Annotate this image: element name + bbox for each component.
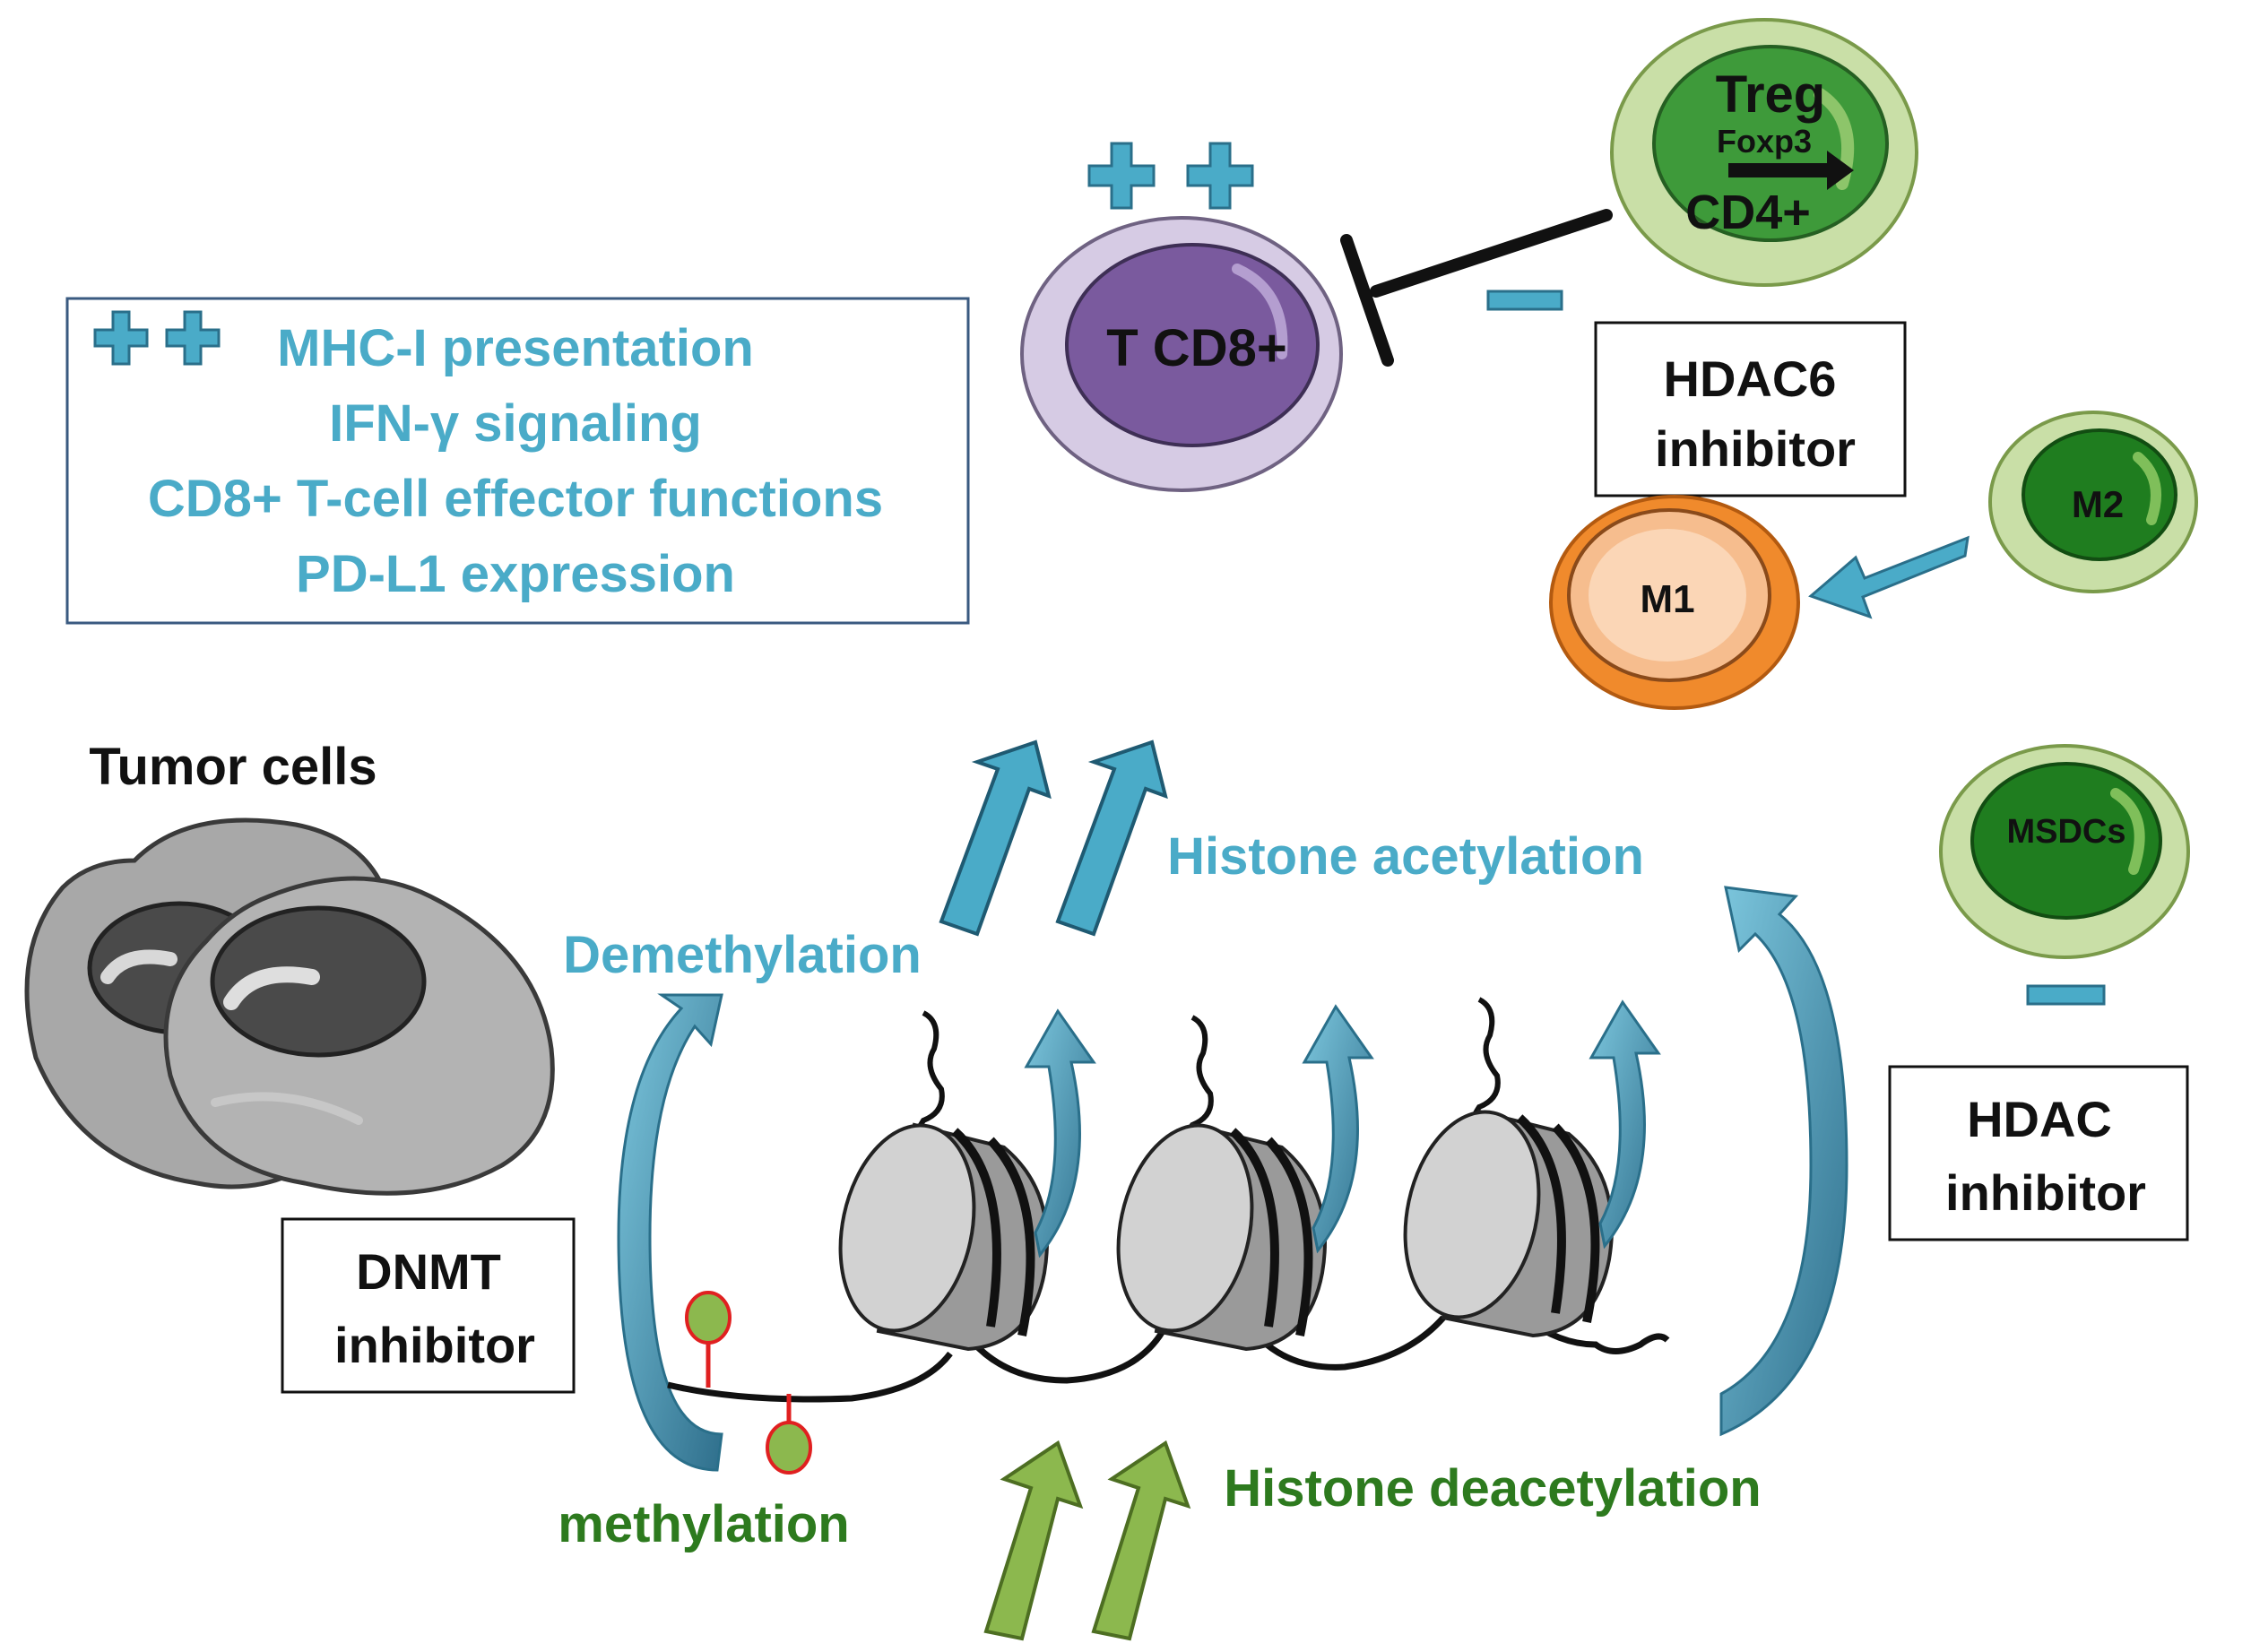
acetylation-curved-arrow [1719,886,1848,1437]
tumor-cells-illustration [24,817,555,1196]
chromatin-illustration [667,997,1670,1475]
treg-cell: Treg Foxp3 CD4+ [1610,18,1918,287]
m2-macrophage: M2 [1988,411,2198,593]
hdac-label: HDAC [1967,1091,2112,1147]
hdac6-label: HDAC6 [1664,350,1837,407]
histone-acetylation-label: Histone acetylation [1167,827,1644,886]
methyl-group [766,1394,812,1475]
foxp3-arrow-icon [1728,151,1854,190]
m2-to-m1-arrow [1808,535,1970,619]
m1-label: M1 [1640,577,1694,621]
plus-plus-icon [1087,142,1254,210]
foxp3-label: Foxp3 [1717,123,1812,160]
methyl-group [685,1291,732,1388]
cd4-label: CD4+ [1685,186,1811,239]
msdcs-cell: MSDCs [1939,744,2190,959]
histone-deacetylation-label: Histone deacetylation [1224,1459,1761,1518]
demethylation-label: Demethylation [563,926,922,984]
hdac-inhibitor-label: inhibitor [1945,1164,2146,1221]
acetylation-small-arrow [1589,999,1661,1250]
acetylation-small-arrow [1024,1008,1096,1258]
effect-cd8-effector-functions: CD8+ T-cell effector functions [148,470,883,528]
nucleosome [1116,1122,1327,1352]
tumor-cells-label: Tumor cells [89,738,377,796]
nucleosome [1403,1109,1614,1338]
effect-mhc-i-presentation: MHC-I presentation [277,319,754,377]
deacetylation-arrows [983,1440,1191,1641]
immune-effects-box: MHC-I presentation IFN-γ signaling CD8+ … [65,297,970,625]
t-cd8-label: T CD8+ [1106,319,1286,377]
methylation-label: methylation [558,1495,850,1553]
effect-ifn-gamma-signaling: IFN-γ signaling [329,394,702,453]
hdac6-inhibitor-box: HDAC6 inhibitor [1594,321,1907,497]
t-cd8-cell: T CD8+ [1020,216,1343,492]
minus-icon [2026,984,2106,1006]
demethylation-curved-arrow [617,993,723,1472]
hdac-inhibitor-box: HDAC inhibitor [1888,1065,2189,1241]
dnmt-inhibitor-box: DNMT inhibitor [281,1217,576,1394]
upregulation-arrows [939,740,1168,937]
plus-plus-icon [93,310,221,366]
effect-pd-l1-expression: PD-L1 expression [296,545,735,603]
dnmt-inhibitor-label: inhibitor [334,1317,535,1373]
m2-label: M2 [2072,483,2124,525]
minus-icon [1486,290,1563,311]
dnmt-label: DNMT [356,1243,501,1300]
hdac6-inhibitor-label: inhibitor [1655,420,1856,477]
treg-label: Treg [1716,65,1826,124]
inhibition-symbol [1340,209,1613,367]
acetylation-small-arrow [1302,1004,1374,1254]
nucleosome [838,1122,1049,1352]
msdcs-label: MSDCs [2006,813,2125,851]
m1-macrophage: M1 [1549,495,1800,710]
